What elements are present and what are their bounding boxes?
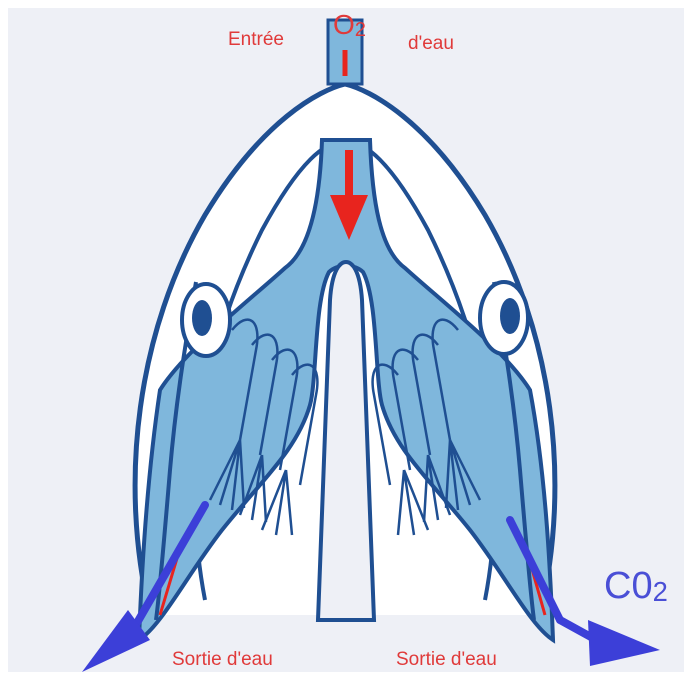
- co2-main: C0: [604, 565, 653, 607]
- water-out-label-left: Sortie d'eau: [172, 650, 273, 669]
- co2-label: C02: [604, 567, 668, 605]
- o2-label: O2: [333, 11, 366, 39]
- water-in-label-right: d'eau: [408, 34, 454, 53]
- left-eye: [182, 284, 230, 356]
- water-out-label-right: Sortie d'eau: [396, 650, 497, 669]
- o2-main: O: [333, 9, 355, 40]
- o2-sub: 2: [355, 19, 366, 41]
- co2-sub: 2: [653, 576, 668, 607]
- water-in-label-left: Entrée: [228, 30, 284, 49]
- right-eye: [480, 282, 528, 354]
